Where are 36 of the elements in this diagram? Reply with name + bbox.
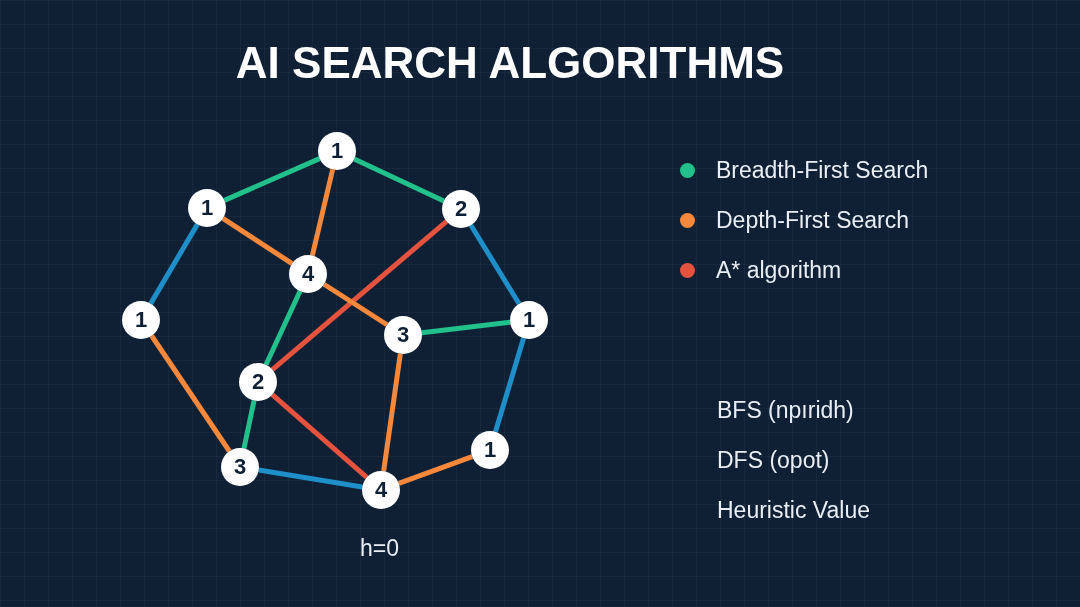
graph-edge	[309, 168, 336, 257]
graph-edge	[263, 290, 303, 366]
graph-edge	[381, 353, 403, 472]
graph-edge	[322, 282, 389, 327]
graph-node-circle: 4	[362, 471, 400, 509]
graph-edge	[353, 156, 445, 204]
legend-label: Breadth-First Search	[716, 157, 929, 184]
graph-node-circle: 3	[221, 448, 259, 486]
graph-edge	[149, 334, 232, 453]
graph-edge	[221, 216, 294, 266]
graph-node-circle: 2	[442, 190, 480, 228]
graph-edge	[148, 223, 200, 305]
graph-node-circle: 4	[289, 255, 327, 293]
annotation-text: DFS (opot)	[717, 447, 830, 474]
graph-edge	[421, 319, 511, 336]
graph-edge	[241, 400, 257, 449]
graph-edge	[270, 392, 369, 480]
heuristic-label: h=0	[360, 535, 399, 562]
graph-edge	[258, 467, 363, 490]
legend-label: A* algorithm	[716, 257, 842, 284]
annotation-text: Heuristic Value	[717, 497, 870, 524]
graph-edge	[270, 219, 449, 372]
graph-node-circle: 1	[510, 301, 548, 339]
graph-node-circle: 3	[384, 316, 422, 354]
annotation-text: BFS (npıridh)	[717, 397, 854, 424]
graph-node-circle: 1	[318, 132, 356, 170]
graph-node-circle: 1	[122, 301, 160, 339]
graph-node-circle: 2	[239, 363, 277, 401]
graph-edge	[223, 156, 321, 203]
legend-label: Depth-First Search	[716, 207, 909, 234]
graph-node-circle: 1	[188, 189, 226, 227]
title: AI SEARCH ALGORITHMS	[234, 38, 786, 88]
graph-edge	[493, 337, 526, 433]
graph-edge	[468, 223, 522, 306]
graph-edge	[398, 454, 473, 486]
graph-node-circle: 1	[471, 431, 509, 469]
